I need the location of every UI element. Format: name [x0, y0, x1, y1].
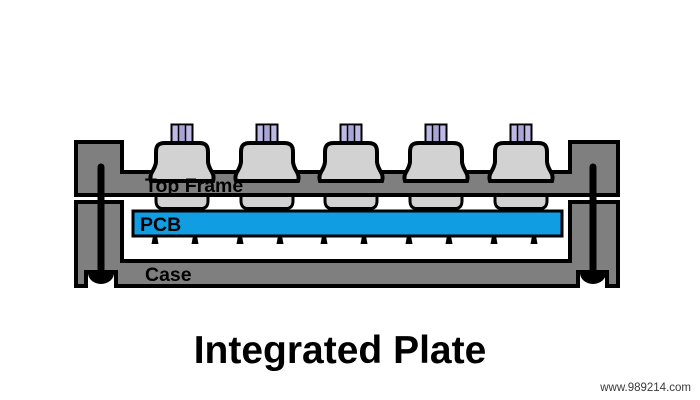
pcb-label: PCB [140, 214, 181, 236]
case-shape [74, 200, 620, 288]
screw-left-head [88, 273, 114, 284]
screw-left [88, 163, 114, 284]
switch-5-upper [487, 122, 555, 183]
diagram-title: Integrated Plate [194, 329, 487, 372]
pcb-shape [131, 209, 564, 238]
screw-right-head [580, 273, 606, 284]
switch-2-upper [233, 122, 301, 183]
switch-3-upper [317, 122, 385, 183]
case-label: Case [145, 264, 192, 286]
switch-1-upper [148, 122, 216, 183]
switch-4-upper [402, 122, 470, 183]
screw-right [580, 163, 606, 284]
watermark: www.989214.com [599, 382, 691, 394]
top-frame-label: Top Frame [145, 175, 243, 197]
